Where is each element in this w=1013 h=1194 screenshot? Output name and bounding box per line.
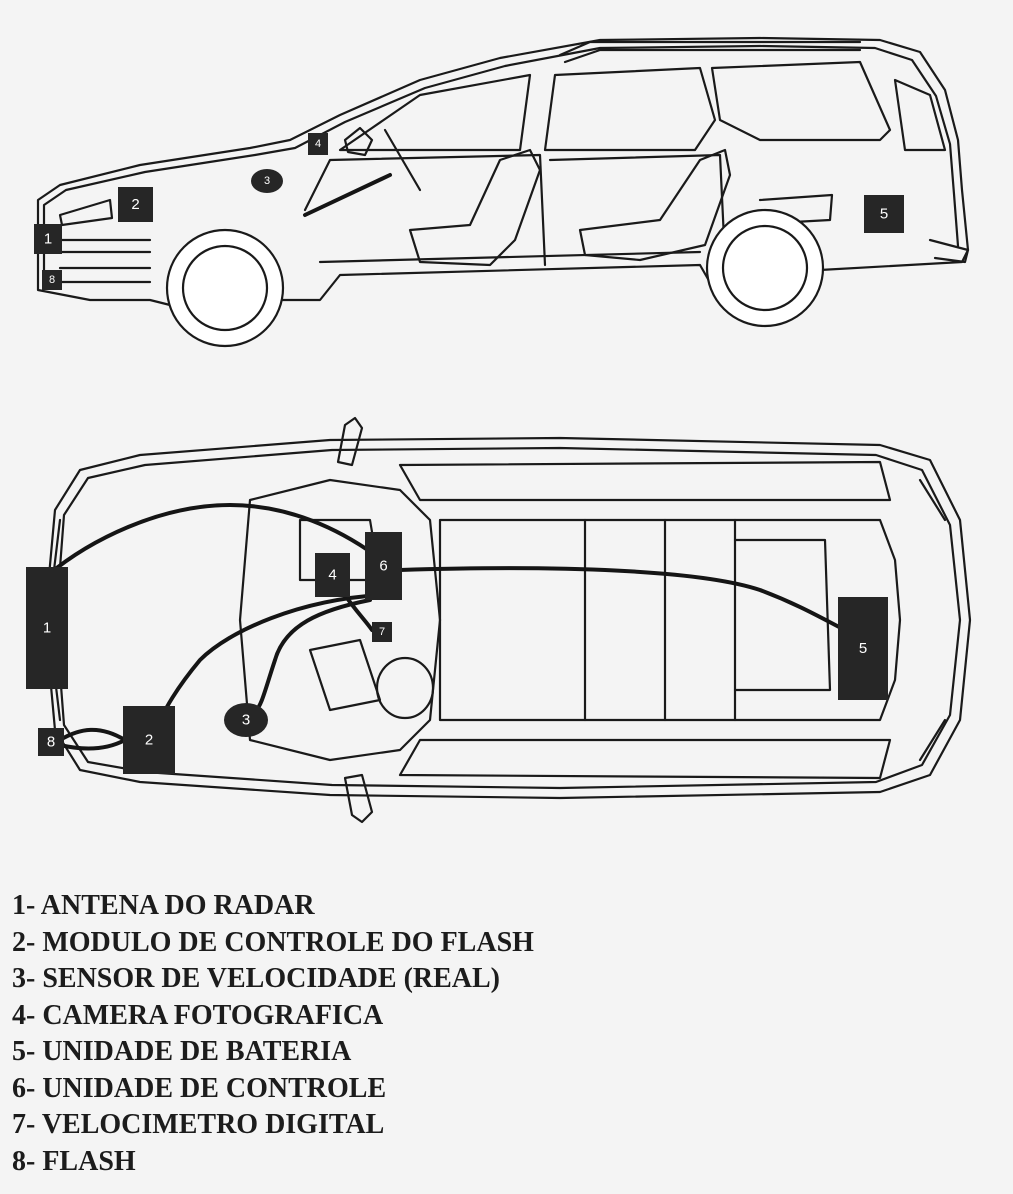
top-marker-3: 3 [224,703,268,737]
top-window-left [398,460,892,502]
svg-text:8: 8 [47,734,55,751]
top-seat-driver [308,638,382,712]
side-window-front [338,73,532,152]
svg-text:3: 3 [264,175,270,187]
side-window-rear [710,60,892,142]
side-body-inner [42,44,960,287]
legend-item-speed-sensor: 3- SENSOR DE VELOCIDADE (REAL) [12,963,501,994]
side-body-outline [36,36,970,322]
side-marker-4: 4 [308,133,328,155]
component-legend: 1- ANTENA DO RADAR 2- MODULO DE CONTROLE… [12,888,534,1180]
svg-text:1: 1 [44,231,52,248]
headlight [58,198,114,227]
rear-bumper [928,238,970,264]
side-marker-3: 3 [251,169,283,193]
wire-1-to-6 [46,502,377,577]
top-view: 1 2 3 4 5 6 7 8 [26,416,972,824]
svg-text:5: 5 [859,640,867,657]
side-marker-8: 8 [42,270,62,290]
rear-wheel [705,208,825,328]
top-mirror-right [343,773,374,824]
rear-seat [578,148,732,262]
door-rear [548,153,727,262]
legend-item-control-unit: 6- UNIDADE DE CONTROLE [12,1072,387,1104]
top-window-right [398,738,892,780]
roof-panel [438,518,902,722]
top-mirror-left [336,416,364,467]
svg-text:4: 4 [328,567,336,584]
legend-item-antenna: 1- ANTENA DO RADAR [12,890,315,921]
wire-6-to-5 [398,566,847,632]
door-front [303,153,547,267]
tail-lights [918,478,947,762]
svg-text:2: 2 [145,732,153,749]
wire-6-to-2 [158,593,382,722]
legend-item-flash-module: 2- MODULO DE CONTROLE DO FLASH [12,926,534,958]
front-seat [408,148,542,267]
legend-item-battery: 5- UNIDADE DE BATERIA [12,1036,352,1067]
svg-text:3: 3 [242,712,250,729]
top-steering-wheel [375,656,435,720]
side-window-mid [543,66,717,152]
svg-text:7: 7 [379,626,385,638]
grille-lines [58,238,152,284]
svg-text:4: 4 [315,138,321,150]
svg-text:5: 5 [880,206,888,223]
side-mirror [343,126,374,157]
top-marker-2: 2 [123,706,175,774]
svg-text:2: 2 [131,196,139,213]
roof-rack [558,40,862,64]
side-marker-2: 2 [118,187,153,222]
sill-line [318,250,702,264]
legend-item-flash: 8- FLASH [12,1145,136,1177]
top-marker-8: 8 [38,728,64,756]
svg-text:1: 1 [43,620,51,637]
side-view: 1 2 3 4 5 8 [34,36,970,348]
windshield [238,478,442,762]
top-body-outline [43,436,972,800]
top-marker-4: 4 [315,553,350,597]
dash-bar [303,173,392,217]
top-body-inner [54,446,962,790]
wire-4-to-7 [343,593,374,632]
top-marker-5: 5 [838,597,888,700]
side-marker-5: 5 [864,195,904,233]
svg-text:8: 8 [49,274,55,286]
wire-6-to-3 [253,598,372,714]
top-marker-6: 6 [365,532,402,600]
top-marker-1: 1 [26,567,68,689]
cargo-area [733,538,832,692]
side-window-quarter [893,78,947,152]
side-marker-1: 1 [34,224,62,254]
legend-item-camera: 4- CAMERA FOTOGRAFICA [12,999,384,1031]
svg-text:6: 6 [379,558,387,575]
legend-item-speedometer: 7- VELOCIMETRO DIGITAL [12,1109,385,1140]
car-diagram: 1 2 3 4 5 8 [26,36,972,824]
top-marker-7: 7 [372,622,392,642]
front-wheel [165,228,285,348]
steering-wheel [383,128,422,192]
